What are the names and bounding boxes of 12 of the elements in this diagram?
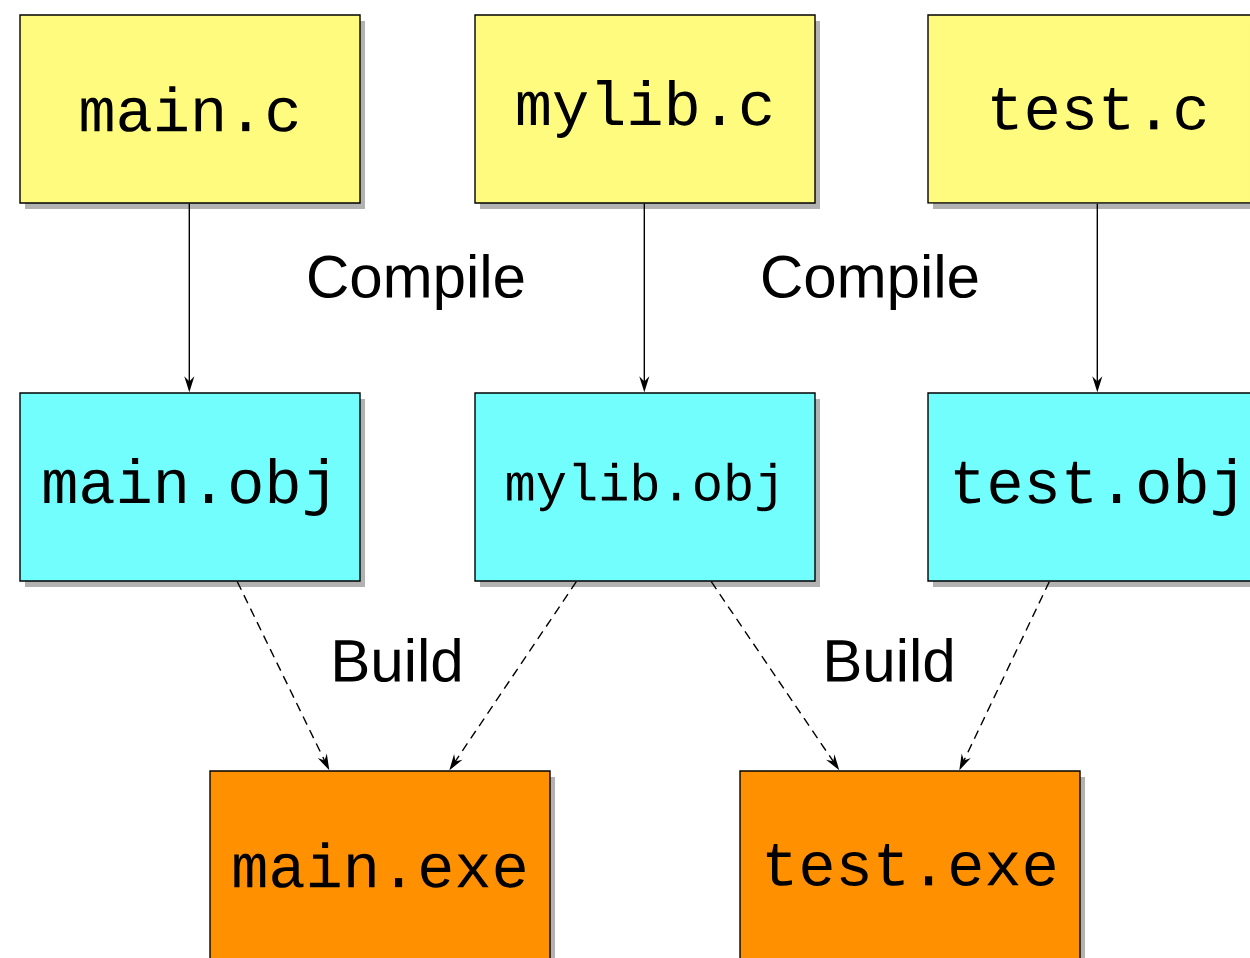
file-box: main.exe bbox=[209, 770, 555, 958]
step-label: Build bbox=[335, 637, 460, 682]
step-label: Build bbox=[827, 637, 952, 682]
step-label: Compile bbox=[309, 254, 524, 310]
file-box: test.c bbox=[927, 14, 1250, 209]
file-box: test.obj bbox=[927, 392, 1250, 587]
file-box: main.obj bbox=[19, 392, 365, 587]
file-box: test.exe bbox=[739, 770, 1085, 958]
file-box: mylib.c bbox=[474, 14, 820, 209]
step-label: Compile bbox=[763, 254, 978, 310]
file-box: mylib.obj bbox=[474, 392, 820, 587]
file-box: main.c bbox=[19, 14, 365, 209]
